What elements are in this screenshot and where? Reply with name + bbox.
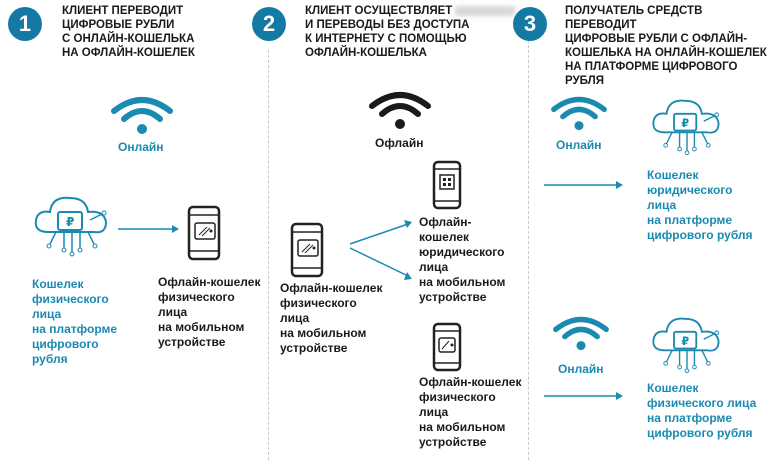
arrow-icon (544, 181, 623, 189)
phone-qr-icon (432, 160, 462, 210)
wifi-icon (553, 316, 609, 351)
wifi-icon (551, 96, 607, 131)
wifi-icon (369, 92, 431, 129)
status-online: Онлайн (556, 138, 602, 152)
status-offline: Офлайн (375, 136, 424, 150)
status-online: Онлайн (558, 362, 604, 376)
step-1-badge: 1 (8, 7, 42, 41)
arrow-icon (349, 220, 412, 280)
divider-1 (268, 50, 269, 460)
divider-2 (528, 20, 529, 460)
step-2-badge: 2 (252, 7, 286, 41)
status-online: Онлайн (118, 140, 164, 154)
arrow-icon (544, 392, 623, 400)
cloud-wallet-icon: ₽ (34, 196, 108, 257)
svg-text:₽: ₽ (681, 117, 689, 130)
svg-text:₽: ₽ (681, 335, 689, 348)
cloud-wallet-icon: ₽ (652, 317, 720, 374)
phone-wallet-icon (290, 222, 324, 278)
svg-text:₽: ₽ (66, 215, 74, 229)
phone-wallet-icon (187, 205, 221, 261)
wifi-icon (111, 97, 173, 134)
arrow-icon (118, 225, 179, 233)
redacted-text (455, 5, 516, 16)
phone-wallet-icon (432, 322, 462, 372)
cloud-wallet-icon: ₽ (652, 99, 720, 156)
step-3-badge: 3 (513, 7, 547, 41)
